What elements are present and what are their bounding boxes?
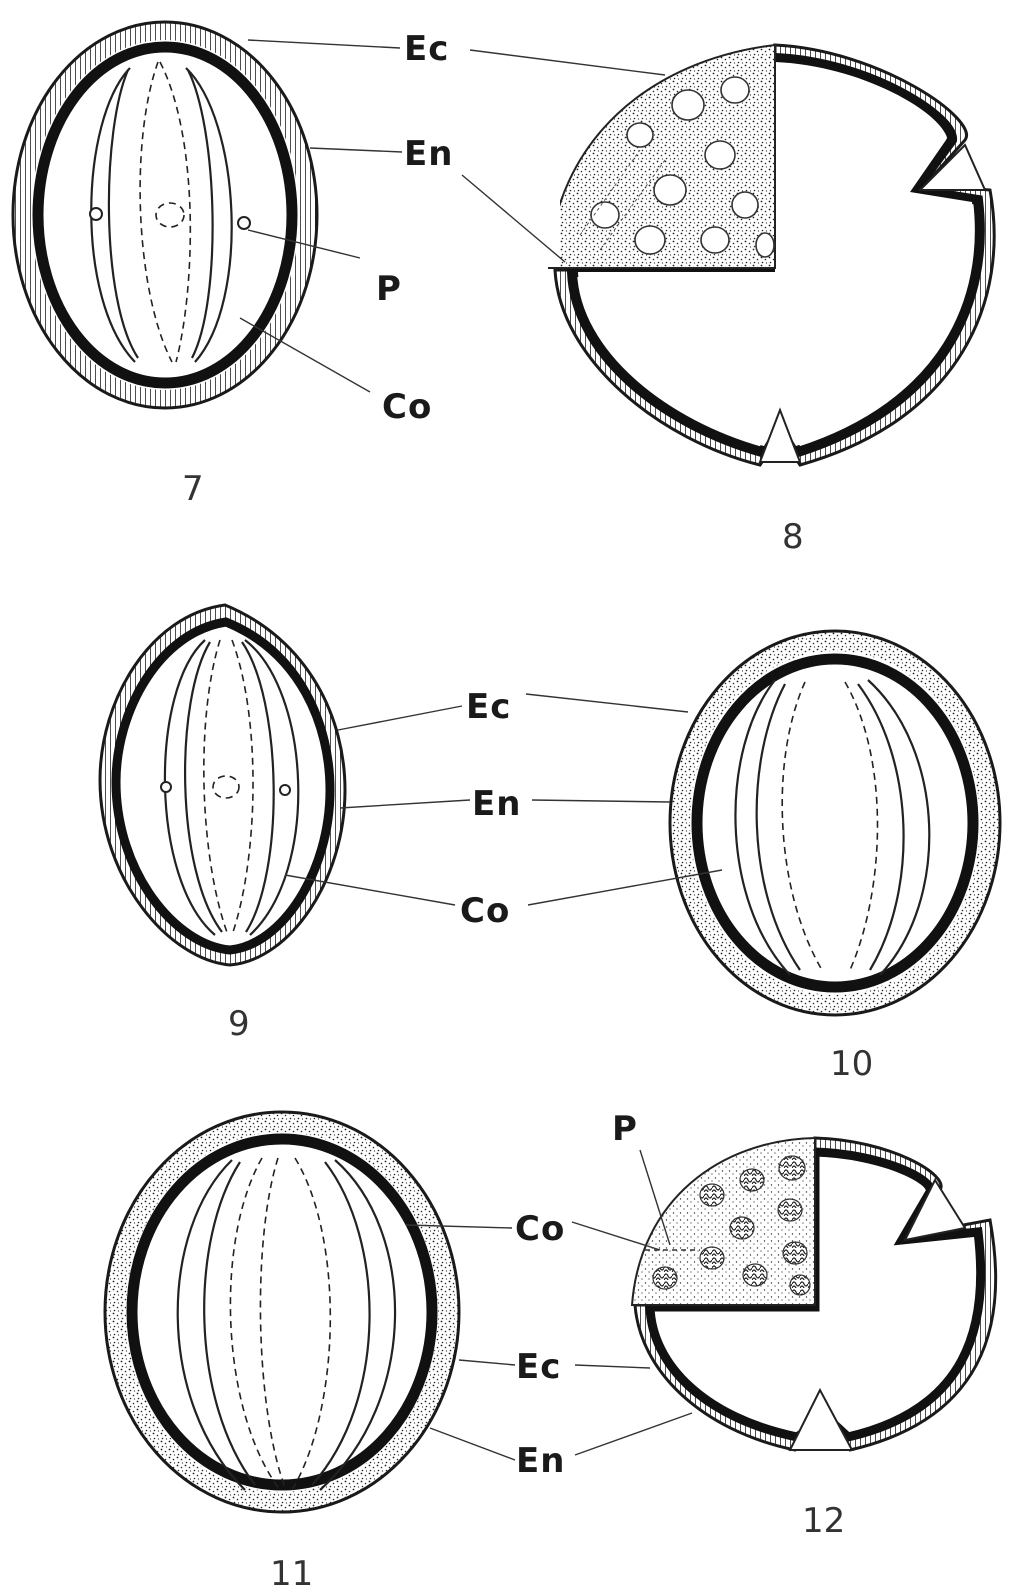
figure-11: 11 — [105, 1112, 459, 1591]
figure-number: 8 — [782, 517, 804, 557]
figure-number: 12 — [802, 1501, 845, 1541]
label-co: Co — [460, 891, 510, 931]
figure-7 — [13, 22, 317, 408]
label-co: Co — [382, 387, 432, 427]
label-co: Co — [515, 1209, 565, 1249]
label-ec: Ec — [516, 1347, 561, 1387]
label-p: P — [376, 269, 402, 309]
label-ec: Ec — [404, 29, 449, 69]
figure-12: P 12 — [612, 1109, 996, 1541]
figure-number: 9 — [228, 1004, 250, 1044]
figure-number: 10 — [830, 1044, 873, 1084]
figure-number: 11 — [270, 1554, 313, 1591]
figure-number: 7 — [182, 469, 204, 509]
figure-10: 10 — [670, 631, 1000, 1084]
label-p: P — [612, 1109, 638, 1149]
label-ec: Ec — [466, 687, 511, 727]
label-en: En — [516, 1441, 565, 1481]
figure-9: 9 — [100, 605, 345, 1044]
label-en: En — [404, 134, 453, 174]
figure-8: 8 — [462, 45, 994, 557]
label-en: En — [472, 784, 521, 824]
figure-9-10-labels: Ec En Co — [285, 687, 722, 931]
